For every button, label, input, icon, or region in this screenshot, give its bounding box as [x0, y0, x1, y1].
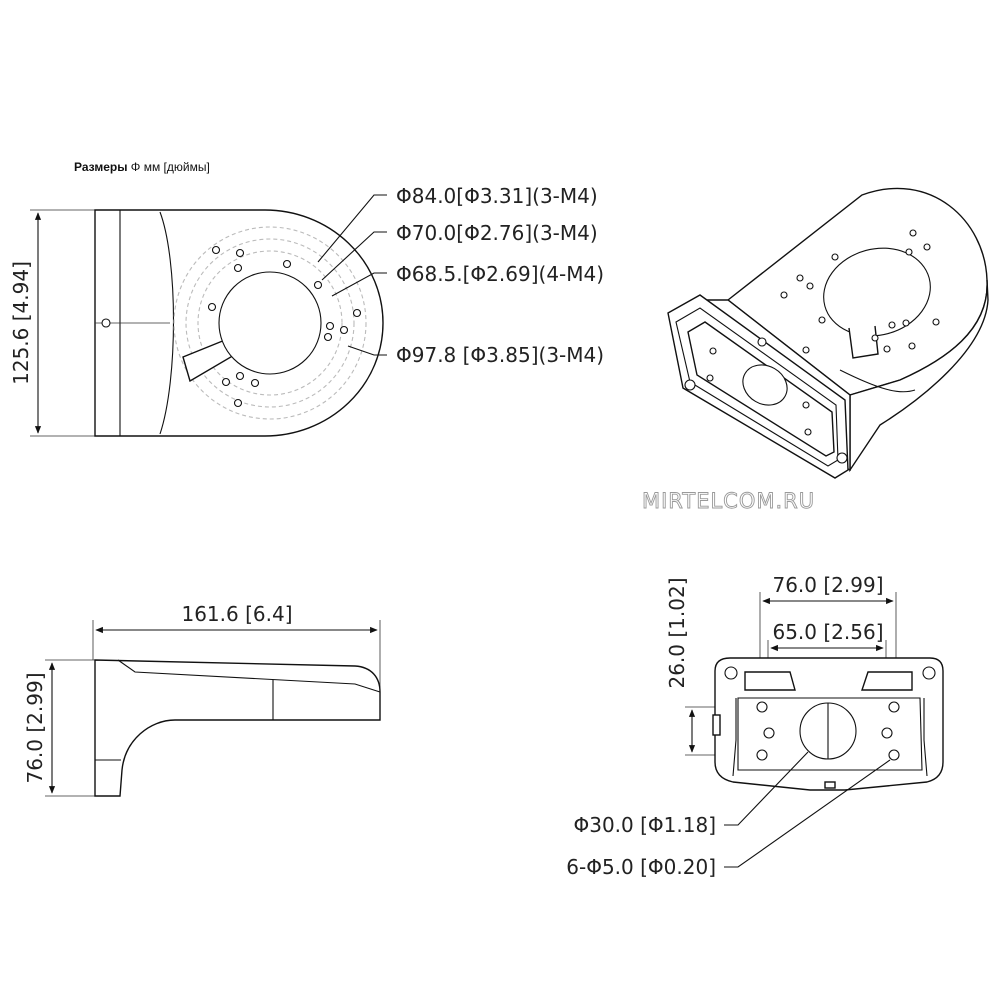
back-view-mounting-holes	[756, 701, 900, 761]
units-caption: Размеры Φ мм [дюймы]	[74, 160, 210, 174]
back-view: 76.0 [2.99] 65.0 [2.56] 26.0 [1.02] Φ	[566, 573, 944, 879]
side-view-length-label: 161.6 [6.4]	[181, 602, 292, 626]
mounting-holes	[207, 245, 362, 408]
watermark: MIRTELCOM.RU	[642, 489, 815, 513]
isometric-view	[667, 187, 989, 479]
callout-6-phi5: 6-Φ5.0 [Φ0.20]	[566, 855, 716, 879]
side-view-height-label: 76.0 [2.99]	[23, 672, 47, 783]
side-view-body	[94, 659, 381, 797]
back-view-width-inner-label: 65.0 [2.56]	[772, 620, 883, 644]
callout-phi97-8: Φ97.8 [Φ3.85](3-M4)	[396, 343, 604, 367]
side-view: 161.6 [6.4] 76.0 [2.99]	[23, 602, 381, 797]
back-view-width-outer-label: 76.0 [2.99]	[772, 573, 883, 597]
callout-phi30: Φ30.0 [Φ1.18]	[573, 813, 716, 837]
callout-phi68-5: Φ68.5.[Φ2.69](4-M4)	[396, 262, 604, 286]
center-hole	[218, 271, 322, 375]
top-view: 125.6 [4.94] Φ84.0[Φ3.31](3-M4)	[9, 184, 604, 437]
top-view-height-label: 125.6 [4.94]	[9, 261, 33, 385]
callout-phi84: Φ84.0[Φ3.31](3-M4)	[396, 184, 598, 208]
back-view-height-label: 26.0 [1.02]	[665, 577, 689, 688]
callout-phi70: Φ70.0[Φ2.76](3-M4)	[396, 221, 598, 245]
screw-hole	[101, 318, 111, 328]
